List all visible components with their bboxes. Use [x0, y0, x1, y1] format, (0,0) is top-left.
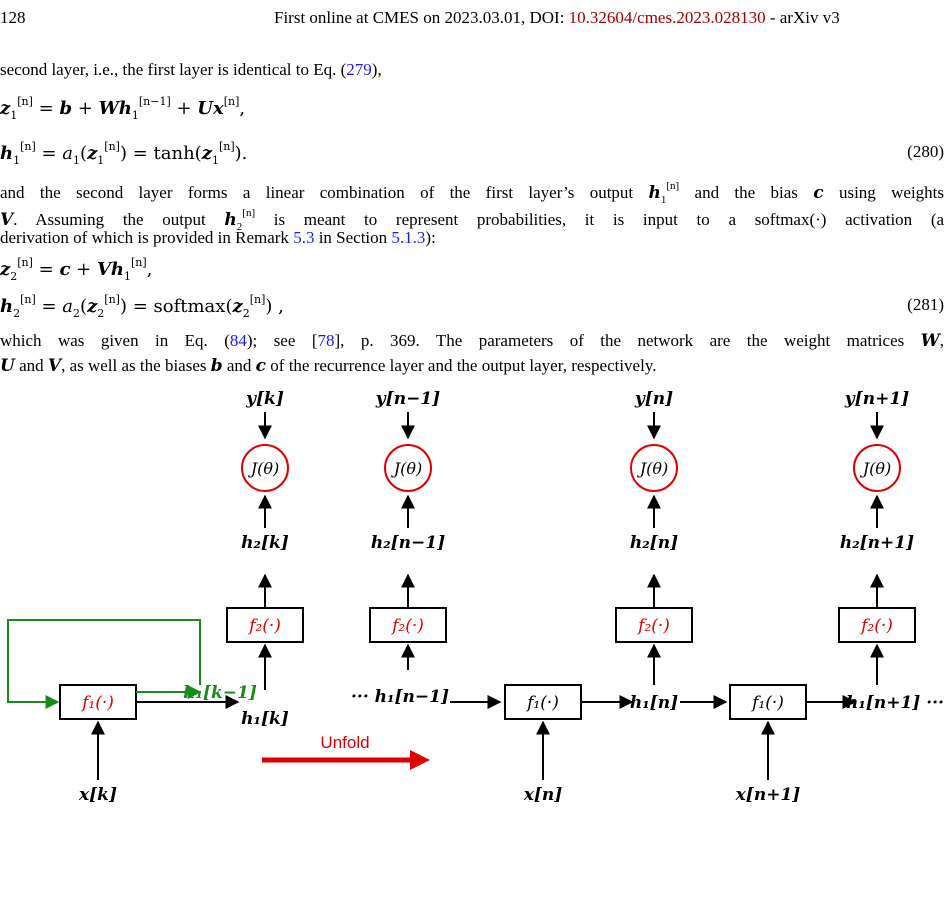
text-fragment: softmax(·)	[754, 210, 827, 229]
h1-label: h₁[k]	[241, 709, 289, 729]
text-fragment: and	[226, 356, 252, 375]
header-suffix: - arXiv v3	[765, 8, 840, 27]
h2-label: h₂[n]	[630, 533, 678, 553]
h1-label: h₁[n]	[630, 693, 678, 713]
loss-label: J(θ)	[860, 459, 892, 478]
loss-label: J(θ)	[391, 459, 423, 478]
y-label: y[n]	[634, 389, 673, 409]
equation-number-281: (281)	[907, 295, 944, 314]
text-fragment: ):	[425, 228, 436, 247]
h2-label: h₂[k]	[241, 533, 289, 553]
text-fragment: of the recurrence layer and the output l…	[270, 356, 657, 375]
f1-box-rolled	[59, 684, 137, 720]
page-number: 128	[0, 8, 26, 27]
f2-label: f₂(·)	[247, 616, 281, 636]
text-fragment: and	[19, 356, 44, 375]
h1-label: ··· h₁[n−1]	[351, 687, 449, 707]
f2-box	[838, 607, 916, 643]
text-fragment: ], p. 369. The parameters of the network…	[334, 331, 905, 350]
f2-box	[226, 607, 304, 643]
f2-label: f₂(·)	[390, 616, 424, 636]
text-fragment: , as well as the biases	[61, 356, 207, 375]
y-label: y[k]	[245, 389, 284, 409]
citation-78[interactable]: 78	[317, 331, 335, 350]
y-label: y[n−1]	[375, 389, 440, 409]
text-fragment: ); see [	[246, 331, 318, 350]
equation-h2: h2[n] = a2(z2[n]) = softmax(z2[n]) ,	[0, 293, 284, 320]
text-fragment: and the second layer forms a linear comb…	[0, 183, 634, 202]
text-line-5: which was given in Eq. (84); see [78], p…	[0, 331, 945, 351]
text-fragment: activation (a	[845, 210, 945, 229]
x-label: x[n+1]	[735, 785, 801, 805]
text-line-6: U and V, as well as the biases b and c o…	[0, 356, 657, 376]
f2-box	[615, 607, 693, 643]
text-line-1: second layer, i.e., the first layer is i…	[0, 59, 382, 81]
remark-ref[interactable]: 5.3	[293, 228, 315, 247]
doi-link[interactable]: 10.32604/cmes.2023.028130	[568, 8, 766, 27]
f1-box	[729, 684, 807, 720]
x-label: x[n]	[523, 785, 563, 805]
text-fragment: in Section	[314, 228, 392, 247]
x-label: x[k]	[78, 785, 117, 805]
text-fragment: . Assuming the output	[13, 210, 206, 229]
text-fragment: and the bias	[694, 183, 798, 202]
text-line-3: V. Assuming the output h2[n] is meant to…	[0, 207, 945, 233]
y-label: y[n+1]	[844, 389, 909, 409]
h2-label: h₂[n−1]	[371, 533, 445, 553]
f1-label: f₁(·)	[525, 693, 559, 713]
recur-label: h₁[k−1]	[183, 683, 257, 703]
rnn-unfold-diagram: y[k] J(θ) h₂[k] f₂(·) y[n−1] J(θ) h₂[n−1] f₂(·)…	[7, 389, 944, 805]
f2-label: f₂(·)	[859, 616, 893, 636]
text-line-4: derivation of which is provided in Remar…	[0, 227, 436, 249]
f1-label: f₁(·)	[80, 693, 114, 713]
text-fragment: derivation of which is provided in Remar…	[0, 228, 294, 247]
text-fragment: second layer, i.e., the first layer is i…	[0, 60, 347, 79]
page-header: 128 First online at CMES on 2023.03.01, …	[0, 8, 948, 32]
loss-node	[630, 444, 678, 492]
recur-loop-arrow	[7, 619, 201, 709]
loss-node	[384, 444, 432, 492]
text-fragment: is meant to represent probabilities, it …	[273, 210, 736, 229]
text-line-2: and the second layer forms a linear comb…	[0, 180, 945, 206]
loss-label: J(θ)	[248, 459, 280, 478]
text-fragment: which was given in Eq. (	[0, 331, 230, 350]
f1-label: f₁(·)	[750, 693, 784, 713]
equation-z1: z1[n] = b + Wh1[n−1] + Ux[n],	[0, 95, 246, 122]
equation-z2: z2[n] = c + Vh1[n],	[0, 256, 153, 283]
unfold-arrow-head	[410, 750, 430, 770]
section-ref[interactable]: 5.1.3	[391, 228, 426, 247]
text-fragment: ),	[371, 60, 382, 79]
loss-node	[241, 444, 289, 492]
loss-label: J(θ)	[637, 459, 669, 478]
f2-label: f₂(·)	[636, 616, 670, 636]
text-fragment: using weights	[838, 183, 945, 202]
h2-label: h₂[n+1]	[840, 533, 914, 553]
header-line: First online at CMES on 2023.03.01, DOI:…	[274, 8, 840, 28]
unfold-label: Unfold	[320, 733, 369, 752]
header-prefix: First online at CMES on 2023.03.01, DOI:	[274, 8, 569, 27]
equation-number-280: (280)	[907, 142, 944, 161]
loss-node	[853, 444, 901, 492]
equation-h1: h1[n] = a1(z1[n]) = tanh(z1[n]).	[0, 140, 248, 167]
eq-ref-279[interactable]: 279	[346, 60, 372, 79]
f2-box	[369, 607, 447, 643]
eq-ref-84[interactable]: 84	[229, 331, 247, 350]
h1-label: h₁[n+1] ···	[846, 693, 944, 713]
